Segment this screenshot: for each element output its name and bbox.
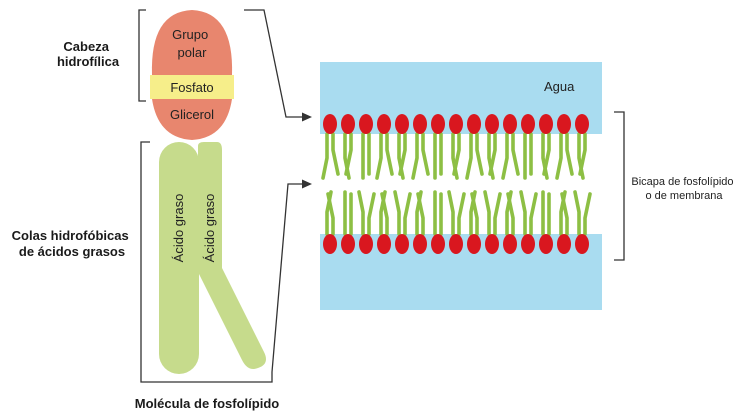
- bilayer-tail-top: [487, 132, 497, 180]
- bilayer-label: Bicapa de fosfolípido o de membrana: [631, 176, 736, 202]
- fatty-acid-tail-1: [159, 142, 199, 374]
- glycerol-label: Glicerol: [170, 107, 214, 122]
- bilayer-tail-top: [375, 132, 394, 180]
- polar-group-label: Grupo polar: [172, 27, 212, 60]
- bilayer-tail-top: [397, 132, 407, 180]
- bilayer-head-bottom: [395, 234, 409, 254]
- polar-group-segment: [151, 10, 233, 75]
- bilayer-tail-bottom: [325, 190, 335, 236]
- membrane-bilayer: Agua: [320, 62, 602, 310]
- bilayer-head-bottom: [503, 234, 517, 254]
- caption-bracket-line: [150, 372, 273, 383]
- phosphate-segment: [150, 75, 234, 99]
- bilayer-tail-bottom: [559, 190, 569, 236]
- bilayer-head-top: [575, 114, 589, 134]
- bilayer-tail-bottom: [343, 190, 353, 236]
- bilayer-head-top: [503, 114, 517, 134]
- bilayer-head-bottom: [575, 234, 589, 254]
- head-side-label: Cabeza hidrofílica: [57, 39, 120, 69]
- tails-side-label: Colas hidrofóbicas de ácidos grasos: [12, 228, 133, 259]
- bilayer-tail-top: [433, 132, 443, 180]
- top-leaflet-heads: [323, 114, 589, 134]
- top-leaflet-tails: [321, 132, 587, 180]
- bilayer-head-bottom: [341, 234, 355, 254]
- bilayer-tail-top: [541, 132, 551, 180]
- bilayer-tail-top: [411, 132, 430, 180]
- phosphate-label: Fosfato: [170, 80, 213, 95]
- bilayer-head-top: [359, 114, 373, 134]
- bilayer-head-top: [467, 114, 481, 134]
- bilayer-bracket: [614, 111, 625, 261]
- glycerol-segment: [152, 99, 232, 140]
- bilayer-tail-top: [501, 132, 520, 180]
- bilayer-head-top: [485, 114, 499, 134]
- bilayer-head-top: [431, 114, 445, 134]
- bilayer-head-top: [395, 114, 409, 134]
- bilayer-tail-bottom: [433, 190, 443, 236]
- molecule-caption: Molécula de fosfolípido: [135, 396, 280, 411]
- fatty-acid-tail-2: [198, 142, 266, 369]
- bilayer-tail-bottom: [505, 190, 515, 236]
- bilayer-head-top: [377, 114, 391, 134]
- head-bracket: [138, 9, 146, 102]
- bilayer-head-top: [323, 114, 337, 134]
- bilayer-tail-bottom: [393, 190, 412, 236]
- tail-arrowhead: [302, 179, 312, 189]
- bilayer-head-bottom: [539, 234, 553, 254]
- bilayer-tail-bottom: [379, 190, 389, 236]
- molecule-brackets: [138, 9, 273, 383]
- bilayer-tail-bottom: [447, 190, 466, 236]
- bilayer-tail-top: [555, 132, 574, 180]
- bilayer-head-bottom: [323, 234, 337, 254]
- bottom-leaflet-tails: [325, 190, 592, 236]
- bilayer-tail-bottom: [519, 190, 538, 236]
- bilayer-tail-top: [451, 132, 461, 180]
- bilayer-head-bottom: [521, 234, 535, 254]
- bilayer-head-bottom: [485, 234, 499, 254]
- fatty-acid-label-2: Ácido graso: [202, 194, 217, 263]
- bilayer-tail-bottom: [573, 190, 592, 236]
- bilayer-head-top: [521, 114, 535, 134]
- bilayer-tail-bottom: [357, 190, 376, 236]
- bilayer-head-top: [449, 114, 463, 134]
- bilayer-head-top: [539, 114, 553, 134]
- bilayer-tail-top: [577, 132, 587, 180]
- pointer-arrows: [244, 9, 304, 373]
- water-label: Agua: [544, 79, 575, 94]
- bilayer-tail-top: [343, 132, 353, 180]
- bilayer-tail-bottom: [483, 190, 502, 236]
- bilayer-head-top: [557, 114, 571, 134]
- bilayer-head-bottom: [431, 234, 445, 254]
- tails-bracket: [140, 141, 150, 383]
- bilayer-head-bottom: [557, 234, 571, 254]
- bottom-leaflet-heads: [323, 234, 589, 254]
- head-arrowhead: [302, 112, 312, 122]
- phospholipid-molecule: Grupo polar Fosfato Glicerol Ácido graso…: [150, 10, 266, 374]
- bilayer-tail-bottom: [469, 190, 479, 236]
- bilayer-head-bottom: [377, 234, 391, 254]
- bilayer-head-bottom: [467, 234, 481, 254]
- hydrophobic-core: [320, 134, 602, 234]
- bilayer-head-bottom: [413, 234, 427, 254]
- bilayer-head-top: [341, 114, 355, 134]
- bilayer-tail-top: [523, 132, 533, 180]
- bilayer-tail-bottom: [415, 190, 425, 236]
- bilayer-tail-bottom: [541, 190, 551, 236]
- head-arrow-line: [244, 9, 304, 118]
- bilayer-head-top: [413, 114, 427, 134]
- bilayer-tail-top: [321, 132, 340, 180]
- bilayer-tail-top: [465, 132, 484, 180]
- bilayer-head-bottom: [449, 234, 463, 254]
- tail-arrow-line: [271, 183, 304, 373]
- bilayer-head-bottom: [359, 234, 373, 254]
- bilayer-tail-top: [361, 132, 371, 180]
- fatty-acid-label-1: Ácido graso: [171, 194, 186, 263]
